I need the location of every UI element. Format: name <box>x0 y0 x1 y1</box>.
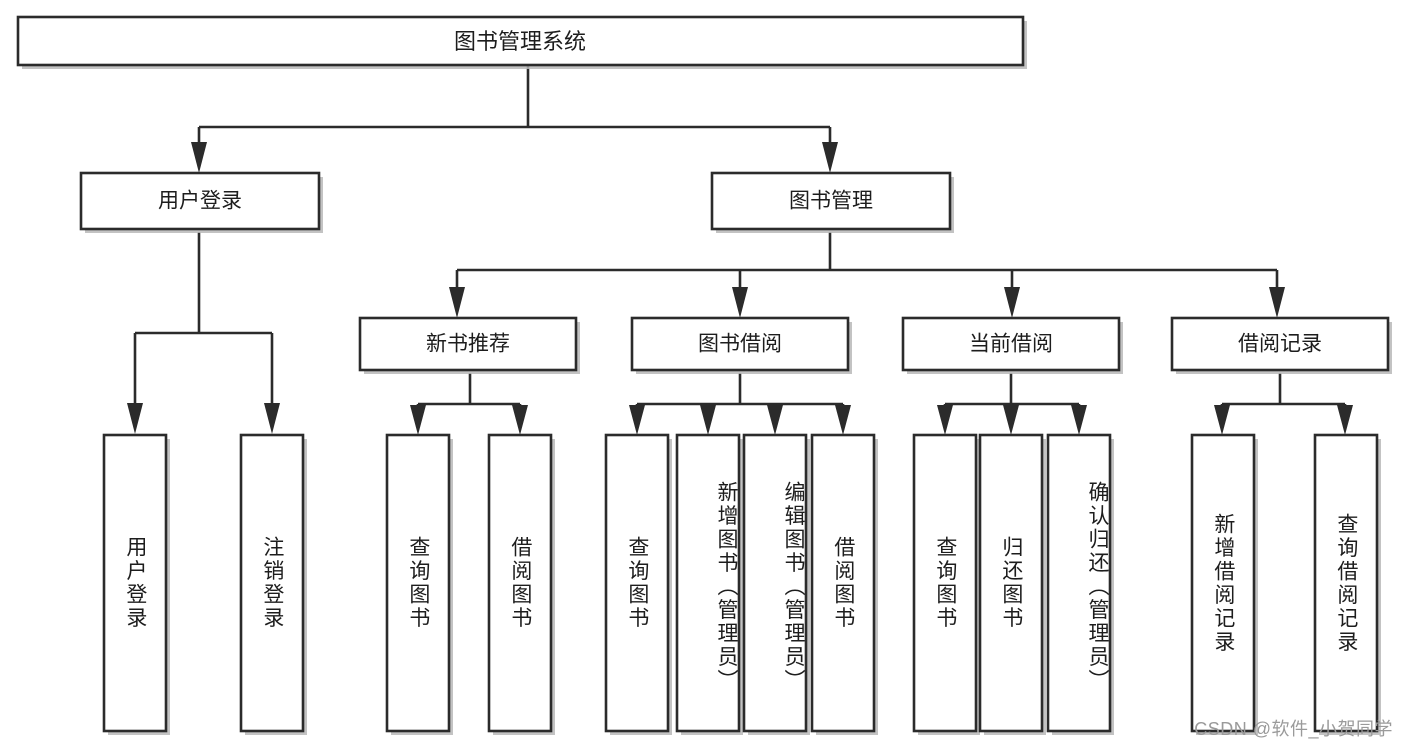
leaf-user-login-box[interactable] <box>102 433 168 733</box>
current-borrow-label: 当前借阅 <box>969 333 1053 356</box>
leaf-newbook-borrow-box[interactable] <box>487 433 553 733</box>
leaf-borrowrecord-query[interactable] <box>1313 433 1381 735</box>
leaf-bookborrow-edit-box[interactable] <box>742 433 808 733</box>
leaf-borrowrecord-query-box[interactable] <box>1313 433 1379 733</box>
leaf-logout-box[interactable] <box>239 433 305 733</box>
node-borrow-record[interactable]: 借阅记录 <box>1170 316 1392 374</box>
arrow-to-leaf-logout <box>264 403 280 434</box>
leaf-currentborrow-confirm[interactable] <box>1046 433 1114 735</box>
leaf-currentborrow-confirm-box[interactable] <box>1046 433 1112 733</box>
leaf-bookborrow-add[interactable] <box>675 433 743 735</box>
csdn-watermark: CSDN @软件_小贺同学 <box>1194 719 1393 739</box>
arrow-bookborrow-leaf-2 <box>700 405 716 435</box>
leaf-currentborrow-query-box[interactable] <box>912 433 978 733</box>
leaf-logout[interactable] <box>239 433 307 735</box>
arrow-newbook-leaf-2 <box>512 405 528 435</box>
node-user-login[interactable]: 用户登录 <box>79 171 323 233</box>
leaf-newbook-borrow[interactable] <box>487 433 555 735</box>
arrow-currentborrow-leaf-1 <box>937 405 953 435</box>
arrow-to-user-login <box>191 142 207 173</box>
arrow-borrowrecord-leaf-2 <box>1337 405 1353 435</box>
leaf-user-login[interactable] <box>102 433 170 735</box>
arrow-bookborrow-leaf-3 <box>767 405 783 435</box>
user-login-label: 用户登录 <box>158 190 242 213</box>
node-root[interactable]: 图书管理系统 <box>16 15 1027 69</box>
leaf-bookborrow-query[interactable] <box>604 433 672 735</box>
connector-group <box>127 65 1353 435</box>
leaf-bookborrow-edit[interactable] <box>742 433 810 735</box>
current-borrow-box[interactable] <box>901 316 1121 372</box>
new-book-recommend-box[interactable] <box>358 316 578 372</box>
arrow-to-current-borrow <box>1004 287 1020 318</box>
user-login-box[interactable] <box>79 171 321 231</box>
arrow-to-leaf-user-login <box>127 403 143 434</box>
node-book-borrow[interactable]: 图书借阅 <box>630 316 852 374</box>
arrow-newbook-leaf-1 <box>410 405 426 435</box>
arrow-currentborrow-leaf-2 <box>1003 405 1019 435</box>
leaf-currentborrow-return-box[interactable] <box>978 433 1044 733</box>
root-label: 图书管理系统 <box>454 29 586 54</box>
arrow-to-book-mgmt <box>822 142 838 173</box>
leaf-bookborrow-add-box[interactable] <box>675 433 741 733</box>
leaf-bookborrow-borrow-box[interactable] <box>810 433 876 733</box>
root-box[interactable] <box>16 15 1025 67</box>
arrow-bookborrow-leaf-1 <box>629 405 645 435</box>
arrow-to-book-borrow <box>732 287 748 318</box>
node-new-book-recommend[interactable]: 新书推荐 <box>358 316 580 374</box>
borrow-record-label: 借阅记录 <box>1238 333 1322 356</box>
node-book-management[interactable]: 图书管理 <box>710 171 954 233</box>
arrow-currentborrow-leaf-3 <box>1071 405 1087 435</box>
leaf-bookborrow-query-box[interactable] <box>604 433 670 733</box>
arrow-to-new-book <box>449 287 465 318</box>
arrow-to-borrow-record <box>1269 287 1285 318</box>
leaf-borrowrecord-add[interactable] <box>1190 433 1258 735</box>
node-current-borrow[interactable]: 当前借阅 <box>901 316 1123 374</box>
leaf-currentborrow-return[interactable] <box>978 433 1046 735</box>
borrow-record-box[interactable] <box>1170 316 1390 372</box>
leaf-currentborrow-query[interactable] <box>912 433 980 735</box>
book-borrow-box[interactable] <box>630 316 850 372</box>
arrow-borrowrecord-leaf-1 <box>1214 405 1230 435</box>
leaf-bookborrow-borrow[interactable] <box>810 433 878 735</box>
leaf-borrowrecord-add-box[interactable] <box>1190 433 1256 733</box>
book-management-box[interactable] <box>710 171 952 231</box>
book-management-label: 图书管理 <box>789 190 873 213</box>
arrow-bookborrow-leaf-4 <box>835 405 851 435</box>
new-book-recommend-label: 新书推荐 <box>426 333 510 356</box>
book-borrow-label: 图书借阅 <box>698 333 782 356</box>
leaf-newbook-query[interactable] <box>385 433 453 735</box>
leaf-newbook-query-box[interactable] <box>385 433 451 733</box>
